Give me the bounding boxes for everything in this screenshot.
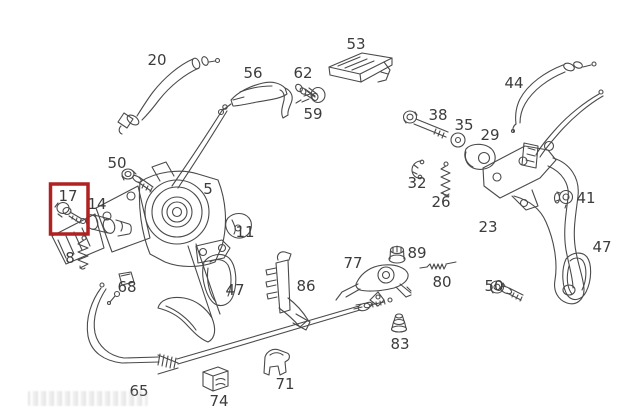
bracket-23 — [482, 140, 585, 305]
circlip-32 — [411, 159, 425, 180]
pad-47-left — [202, 253, 237, 307]
label-41: 41 — [576, 189, 595, 207]
spring-8 — [77, 235, 89, 270]
pedal-pad-53 — [328, 52, 393, 83]
housing-5 — [51, 161, 231, 268]
label-65: 65 — [129, 382, 148, 400]
bolt-50-right — [489, 280, 524, 302]
spring-80 — [419, 261, 457, 270]
label-86: 86 — [296, 277, 315, 295]
screw-17 — [54, 201, 87, 225]
bracket-86 — [265, 251, 311, 331]
highlight-box-17 — [48, 182, 90, 236]
bushing-14 — [85, 214, 132, 237]
label-50-left: 50 — [107, 154, 126, 172]
label-50-right: 50 — [484, 277, 503, 295]
label-20: 20 — [147, 51, 166, 69]
label-32: 32 — [407, 174, 426, 192]
label-71: 71 — [275, 375, 294, 393]
label-35: 35 — [454, 116, 473, 134]
label-68: 68 — [117, 278, 136, 296]
label-44: 44 — [504, 74, 523, 92]
watermark — [28, 391, 148, 406]
label-59: 59 — [303, 105, 322, 123]
diagram-line-art — [51, 52, 604, 392]
label-11: 11 — [235, 223, 254, 241]
label-83: 83 — [390, 335, 409, 353]
label-47-right: 47 — [592, 238, 611, 256]
label-47-left: 47 — [225, 281, 244, 299]
cable-44 — [510, 61, 597, 134]
bumper-11 — [225, 212, 252, 239]
label-38: 38 — [428, 106, 447, 124]
label-14: 14 — [87, 195, 106, 213]
equalizer-77 — [335, 264, 412, 310]
label-53: 53 — [346, 35, 365, 53]
clip-74 — [202, 366, 229, 392]
stud-59 — [295, 86, 326, 104]
cable-65 — [86, 282, 393, 375]
label-5: 5 — [203, 180, 213, 198]
label-8: 8 — [65, 249, 75, 267]
label-77: 77 — [343, 254, 362, 272]
cable-20 — [117, 56, 221, 135]
release-handle-56 — [217, 81, 293, 119]
pad-47-right — [562, 252, 592, 301]
cap-89 — [388, 245, 406, 264]
bolt-38 — [402, 110, 449, 139]
roller-29 — [464, 143, 496, 170]
grommet-83 — [390, 313, 408, 333]
spring-26 — [440, 161, 451, 197]
clip-68 — [106, 271, 135, 306]
label-62: 62 — [293, 64, 312, 82]
label-26: 26 — [431, 193, 450, 211]
label-89: 89 — [407, 244, 426, 262]
washer-35 — [450, 132, 466, 148]
cable-upper-right — [535, 89, 604, 158]
label-80: 80 — [432, 273, 451, 291]
part-labels: 20 56 62 59 53 44 38 35 29 50 17 14 5 32… — [58, 35, 611, 410]
label-17: 17 — [58, 187, 77, 205]
label-56: 56 — [243, 64, 262, 82]
clamp-71 — [263, 348, 290, 376]
bolt-50-left — [121, 168, 154, 193]
release-cable — [171, 104, 228, 189]
label-74: 74 — [209, 392, 228, 410]
label-29: 29 — [480, 126, 499, 144]
nut-41 — [553, 189, 574, 209]
label-23: 23 — [478, 218, 497, 236]
screw-62 — [295, 83, 318, 101]
